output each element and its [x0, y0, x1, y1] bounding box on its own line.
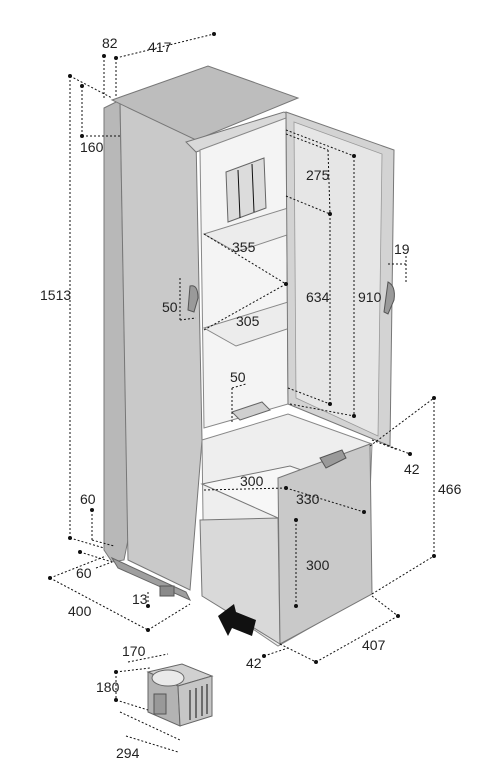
lower-door-handle	[319, 449, 347, 469]
dim-42-bottom: 42	[246, 655, 262, 671]
dim-910: 910	[358, 289, 382, 305]
dim-60-bottom: 60	[76, 565, 92, 581]
dim-170: 170	[122, 643, 146, 659]
dim-275: 275	[306, 167, 330, 183]
dim-82: 82	[102, 35, 118, 51]
freezer-box	[225, 157, 267, 223]
cabinet	[103, 65, 395, 647]
arrow-icon	[218, 604, 256, 636]
compressor-dimension-lines	[114, 653, 181, 753]
lower-door	[277, 443, 373, 645]
dim-42-right: 42	[404, 461, 420, 477]
dim-417: 417	[148, 39, 172, 55]
dim-466: 466	[438, 481, 462, 497]
dimension-lines	[48, 32, 436, 664]
dim-634: 634	[306, 289, 330, 305]
upper-door-inner	[293, 121, 383, 437]
dim-300-depth: 300	[240, 473, 264, 489]
dim-300-height: 300	[306, 557, 330, 573]
compressor-icon	[146, 663, 214, 727]
dim-50-mid: 50	[230, 369, 246, 385]
upper-door-handle	[383, 281, 395, 315]
cabinet-top	[110, 65, 300, 141]
dim-180: 180	[96, 679, 120, 695]
left-handle	[187, 285, 199, 313]
dimension-labels: 82 417 160 1513 275 634 910 355 305 50 1…	[40, 35, 462, 761]
cabinet-front-frame	[119, 99, 203, 591]
dim-355: 355	[232, 239, 256, 255]
foot	[159, 585, 175, 597]
dim-19: 19	[394, 241, 410, 257]
dim-50-left: 50	[162, 299, 178, 315]
middle-hinge	[231, 401, 271, 421]
dim-330: 330	[296, 491, 320, 507]
dim-305: 305	[236, 313, 260, 329]
dim-13: 13	[132, 591, 148, 607]
dim-60-base: 60	[80, 491, 96, 507]
dim-400: 400	[68, 603, 92, 619]
dim-294: 294	[116, 745, 140, 761]
dim-407: 407	[362, 637, 386, 653]
dim-1513: 1513	[40, 287, 71, 303]
dim-160: 160	[80, 139, 104, 155]
